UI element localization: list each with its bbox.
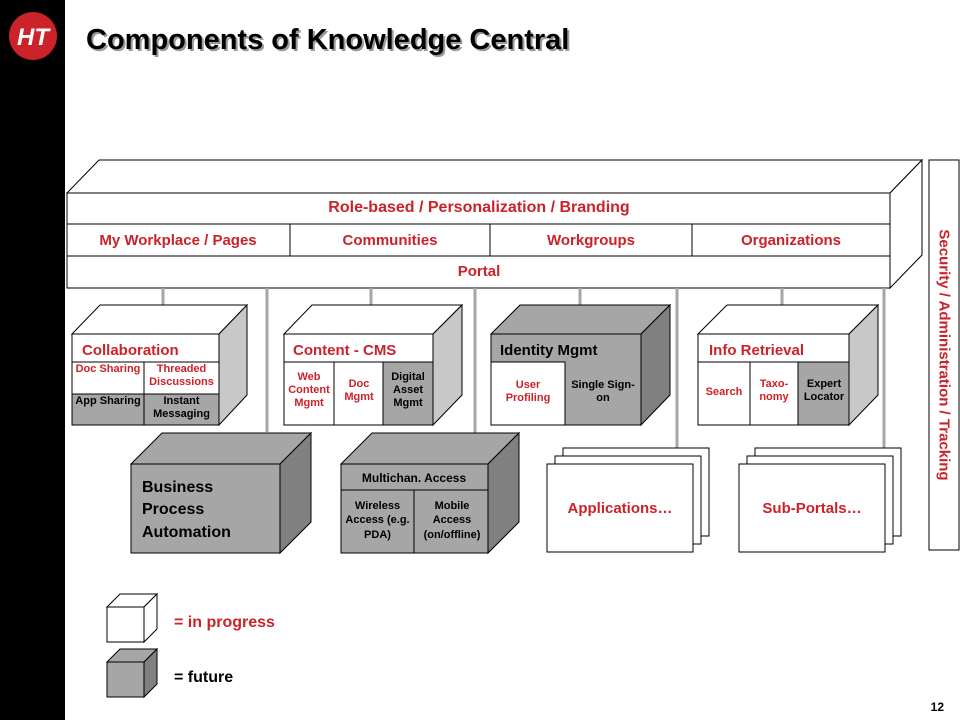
legend-future-cube bbox=[105, 647, 159, 699]
single-sign-on-label: Single Sign-on bbox=[571, 379, 635, 405]
applications-label: Applications… bbox=[567, 500, 673, 517]
tab-organizations: Organizations bbox=[740, 232, 842, 249]
user-profiling-label: User Profiling bbox=[505, 379, 551, 405]
threaded-discussions-label: Threaded Discussions bbox=[149, 363, 214, 389]
doc-sharing-label: Doc Sharing bbox=[75, 363, 141, 375]
multichannel-block bbox=[339, 431, 521, 555]
security-bar-label: Security / Administration / Tracking bbox=[935, 229, 953, 481]
info-retrieval-block bbox=[696, 303, 880, 427]
portal-block bbox=[65, 158, 924, 290]
legend-future-label: = future bbox=[174, 669, 234, 686]
content-cms-block bbox=[282, 303, 464, 427]
bpa-block bbox=[129, 431, 313, 555]
svg-text:HT: HT bbox=[17, 24, 51, 51]
collaboration-block bbox=[70, 303, 249, 427]
tab-workgroups: Workgroups bbox=[546, 232, 636, 249]
search-label: Search bbox=[705, 386, 743, 398]
security-bar bbox=[928, 159, 960, 551]
expert-locator-label: Expert Locator bbox=[803, 378, 845, 404]
info-retrieval-title: Info Retrieval bbox=[709, 342, 805, 359]
identity-block bbox=[489, 303, 672, 427]
left-black-sidebar: HT bbox=[0, 0, 65, 720]
digital-asset-mgmt-label: Digital Asset Mgmt bbox=[391, 371, 425, 410]
web-content-mgmt-label: Web Content Mgmt bbox=[288, 371, 330, 410]
applications-stack bbox=[546, 447, 710, 553]
bpa-label: Business Process Automation bbox=[142, 479, 231, 541]
legend-in-progress-cube bbox=[105, 592, 159, 644]
multichannel-title: Multichan. Access bbox=[361, 471, 467, 485]
instant-messaging-label: Instant Messaging bbox=[153, 395, 210, 420]
identity-mgmt-title: Identity Mgmt bbox=[500, 342, 598, 359]
tab-my-workplace: My Workplace / Pages bbox=[99, 232, 257, 249]
subportals-stack bbox=[738, 447, 902, 553]
app-sharing-label: App Sharing bbox=[75, 395, 141, 407]
ht-logo-icon: HT bbox=[9, 12, 57, 60]
content-cms-title: Content - CMS bbox=[293, 342, 397, 359]
mobile-access-label: Mobile Access (on/offline) bbox=[423, 500, 481, 541]
portal-label: Portal bbox=[457, 263, 501, 280]
legend-in-progress-label: = in progress bbox=[174, 614, 275, 631]
slide-title: Components of Knowledge Central bbox=[86, 24, 570, 56]
wireless-access-label: Wireless Access (e.g. PDA) bbox=[345, 500, 410, 541]
subportals-label: Sub-Portals… bbox=[762, 500, 862, 517]
taxonomy-label: Taxo- nomy bbox=[759, 378, 789, 404]
tab-communities: Communities bbox=[342, 232, 438, 249]
collaboration-title: Collaboration bbox=[82, 342, 179, 359]
portal-top-label: Role-based / Personalization / Branding bbox=[328, 199, 630, 216]
doc-mgmt-label: Doc Mgmt bbox=[344, 378, 374, 404]
page-number: 12 bbox=[930, 700, 944, 714]
